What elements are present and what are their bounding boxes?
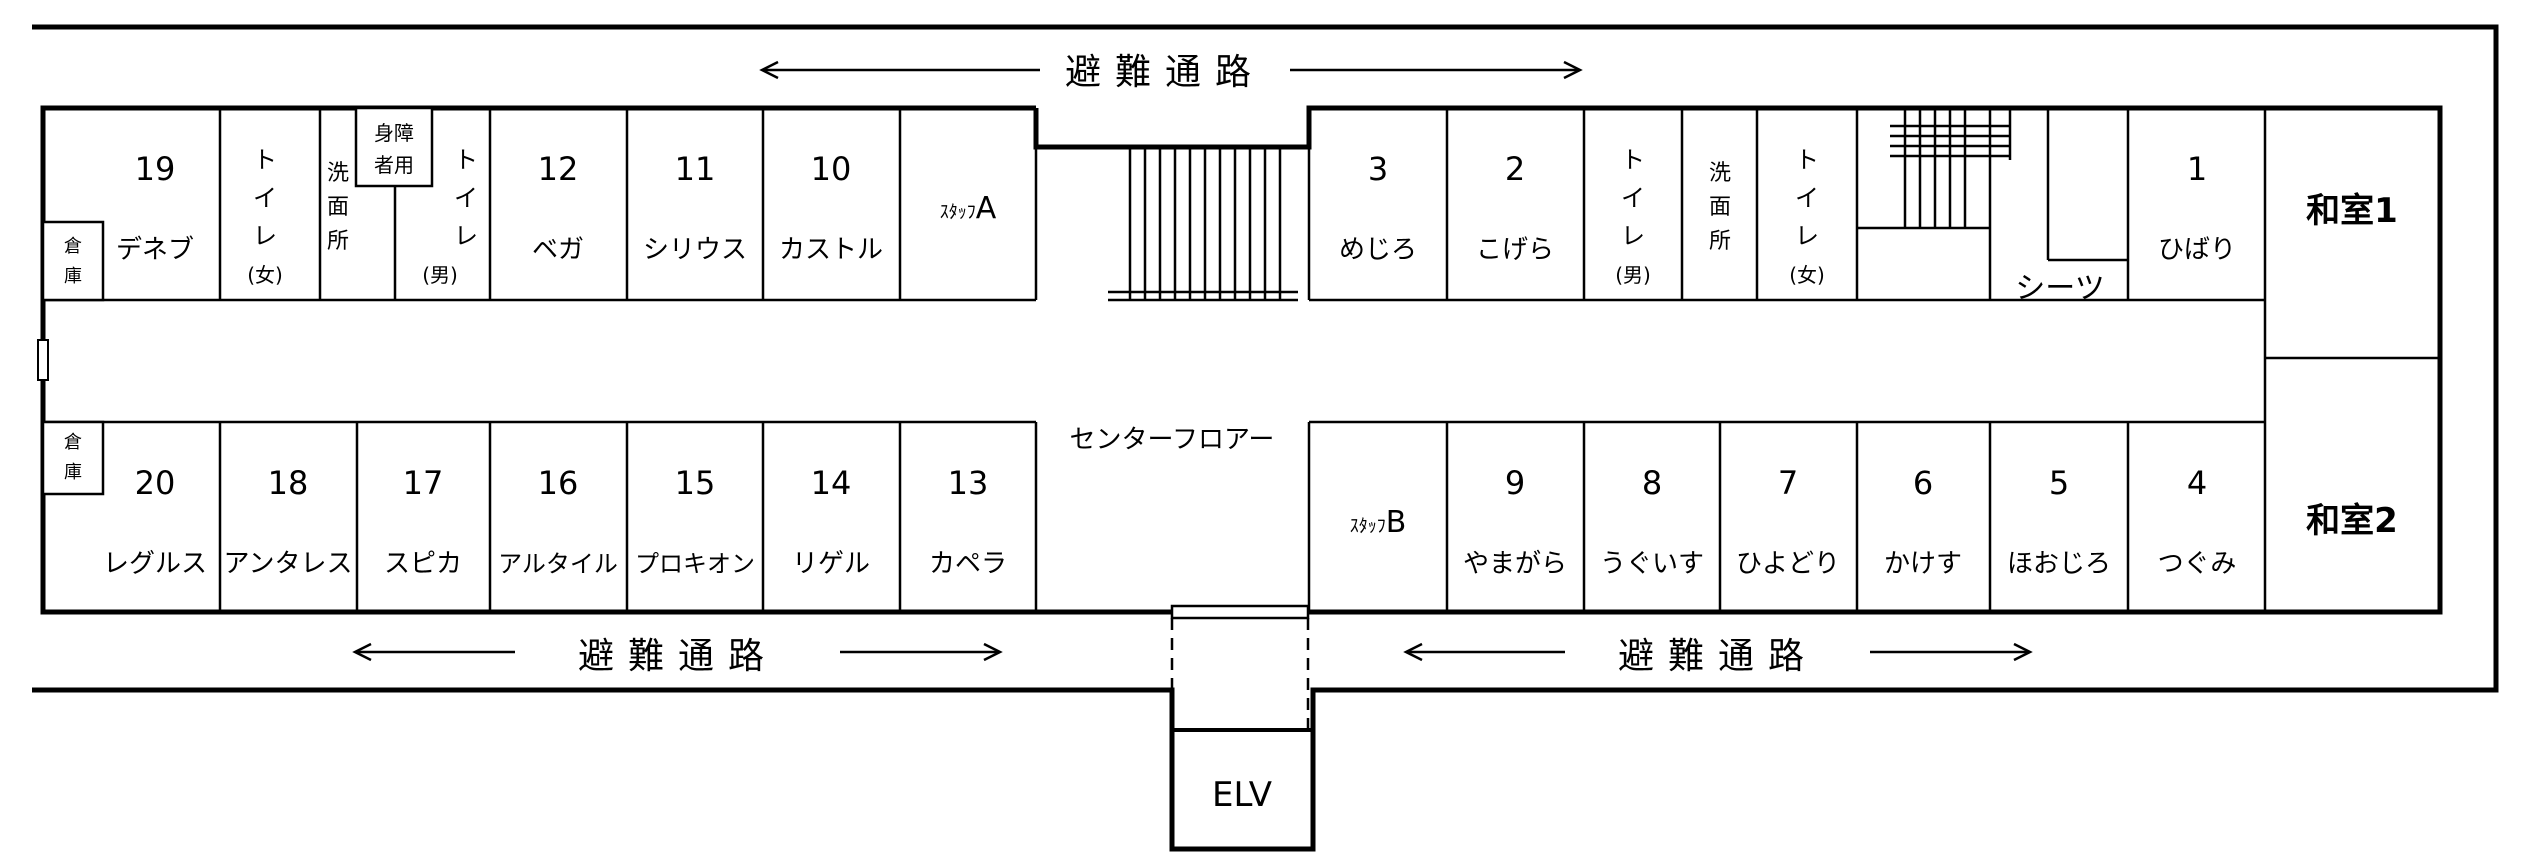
storage-south-box: [41, 420, 105, 496]
room-name: ひよどり: [1736, 549, 1840, 579]
room-number: 15: [675, 464, 716, 502]
room-number: 12: [538, 150, 579, 188]
room-name: スピカ: [384, 549, 462, 579]
center-floor-label: センターフロアー: [1070, 425, 1275, 455]
japanese-room-label: 和室2: [2306, 501, 2398, 541]
washroom-label: 洗: [1709, 161, 1731, 186]
toilet-label: イ: [1795, 184, 1819, 212]
room-name: ほおじろ: [2007, 549, 2111, 579]
room-number: 6: [1913, 464, 1933, 502]
room-number: 18: [268, 464, 309, 502]
storage-label: 庫: [64, 266, 82, 287]
room-number: 19: [135, 150, 176, 188]
toilet-label: レ: [1795, 222, 1819, 250]
toilet-label: レ: [454, 222, 478, 250]
room-number: 11: [675, 150, 716, 188]
outer-corridor-wall: [32, 24, 2499, 852]
room-number: 3: [1368, 150, 1388, 188]
room-name: つぐみ: [2158, 549, 2237, 579]
storage-label: 倉: [64, 236, 82, 257]
room-number: 9: [1505, 464, 1525, 502]
staff-room-label: ｽﾀｯﾌB: [1350, 505, 1407, 540]
accessible-toilet-box: [354, 106, 434, 188]
room-name: やまがら: [1463, 549, 1567, 579]
room-name: カストル: [779, 235, 883, 265]
room-name: アンタレス: [224, 549, 353, 579]
elevator-shaft: [1170, 604, 1313, 732]
room-name: デネブ: [116, 235, 194, 265]
room-name: ひばり: [2158, 235, 2236, 265]
room-name: ベガ: [532, 235, 584, 265]
toilet-gender: (女): [247, 263, 283, 287]
evac-route-top: [759, 60, 1583, 80]
accessible-toilet-label: 者用: [374, 153, 414, 177]
toilet-label: ト: [1621, 146, 1645, 174]
storage-label: 庫: [64, 462, 82, 483]
room-number: 8: [1642, 464, 1662, 502]
toilet-label: イ: [1621, 184, 1645, 212]
washroom-label: 所: [327, 229, 349, 254]
room-number: 13: [948, 464, 989, 502]
accessible-toilet-label: 身障: [374, 121, 414, 145]
room-name: アルタイル: [498, 550, 618, 578]
room-number: 10: [811, 150, 852, 188]
room-number: 5: [2049, 464, 2069, 502]
room-number: 1: [2187, 150, 2207, 188]
toilet-gender: (女): [1789, 263, 1825, 287]
room-number: 4: [2187, 464, 2207, 502]
room-number: 17: [403, 464, 444, 502]
toilet-gender: (男): [1615, 263, 1651, 287]
staff-room-label: ｽﾀｯﾌA: [940, 191, 997, 226]
evac-route-bottom-left: [352, 642, 1003, 662]
west-door: [37, 339, 49, 381]
toilet-label: イ: [253, 184, 277, 212]
room-name: うぐいす: [1600, 549, 1704, 579]
room-name: こげら: [1476, 235, 1554, 265]
room-number: 20: [135, 464, 176, 502]
room-name: カペラ: [929, 549, 1007, 579]
sheets-label: シーツ: [2015, 271, 2104, 306]
elevator-label: ELV: [1212, 775, 1272, 815]
evac-route-label-top: 避難通路: [1065, 52, 1265, 93]
evac-route-bottom-right: [1403, 642, 2033, 662]
room-number: 14: [811, 464, 852, 502]
east-staircase: [1857, 108, 2128, 262]
room-number: 2: [1505, 150, 1525, 188]
central-staircase: [1108, 147, 1298, 302]
storage-north-box: [41, 220, 105, 302]
evac-route-label-bottom-right: 避難通路: [1618, 636, 1818, 677]
evac-route-label-bottom-left: 避難通路: [578, 636, 778, 677]
japanese-room-label: 和室1: [2306, 191, 2398, 231]
storage-label: 倉: [64, 432, 82, 453]
room-number: 16: [538, 464, 579, 502]
toilet-label: イ: [454, 184, 478, 212]
room-name: リゲル: [792, 549, 870, 579]
washroom-label: 所: [1709, 229, 1731, 254]
toilet-gender: (男): [422, 263, 458, 287]
room-name: シリウス: [643, 235, 747, 265]
room-name: プロキオン: [635, 550, 755, 578]
washroom-label: 洗: [327, 161, 349, 186]
washroom-label: 面: [1709, 195, 1731, 220]
toilet-label: レ: [1621, 222, 1645, 250]
toilet-label: レ: [253, 222, 277, 250]
toilet-label: ト: [1795, 146, 1819, 174]
room-name: めじろ: [1339, 235, 1417, 265]
room-name: レグルス: [103, 549, 207, 579]
toilet-label: ト: [253, 146, 277, 174]
room-number: 7: [1778, 464, 1798, 502]
room-name: かけす: [1884, 549, 1962, 579]
washroom-label: 面: [327, 195, 349, 220]
toilet-label: ト: [454, 146, 478, 174]
